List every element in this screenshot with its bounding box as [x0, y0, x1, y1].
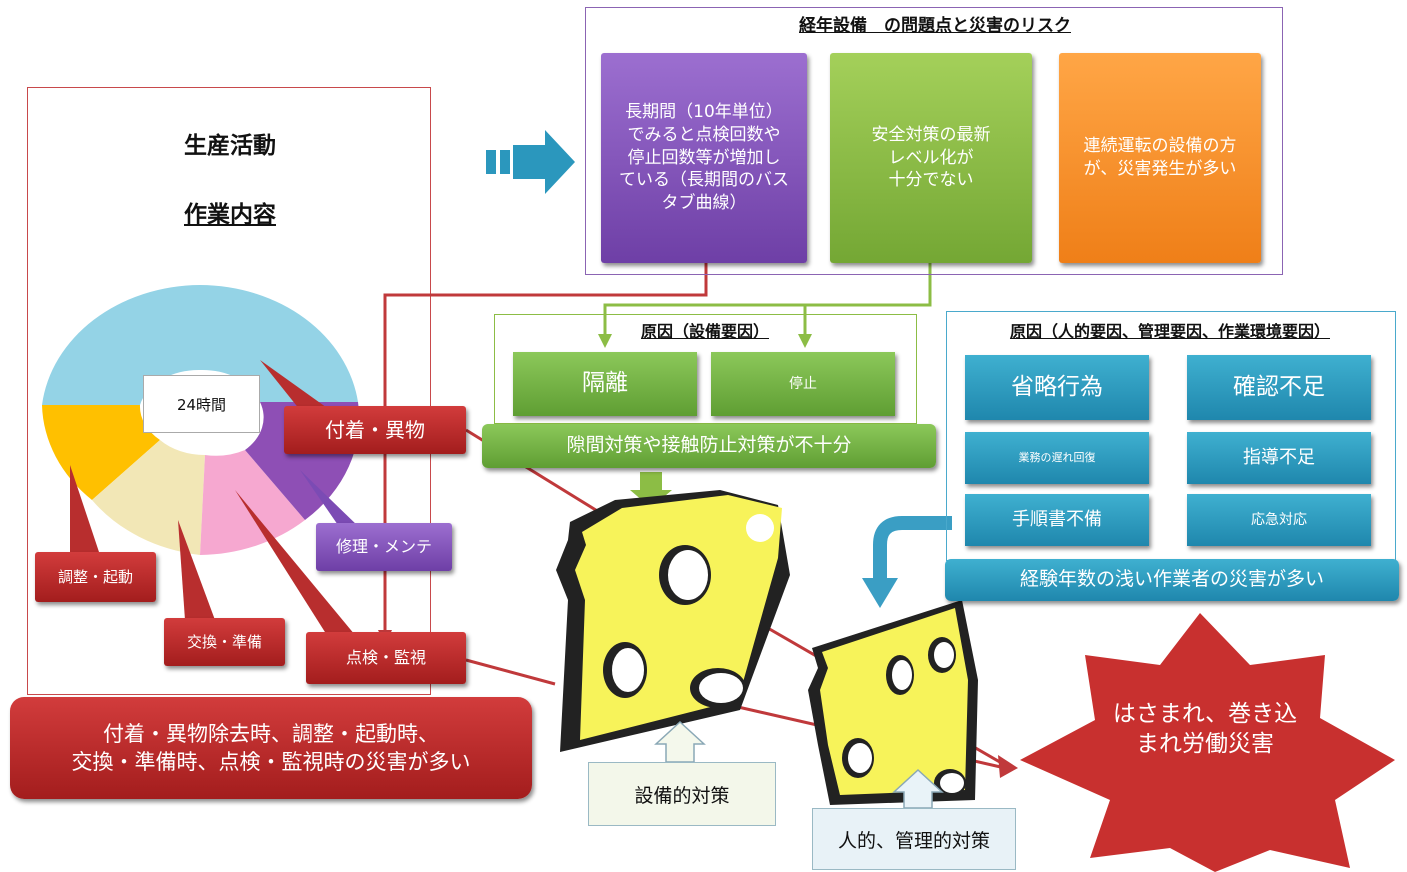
- callout-tail-fuchaku: [260, 360, 330, 410]
- cause-human-title: 原因（人的要因、管理要因、作業環境要因）: [1009, 322, 1330, 341]
- callout-fuchaku: 付着・異物: [284, 406, 466, 454]
- cause-equipment-title: 原因（設備要因）: [640, 322, 769, 341]
- donut-segment-kokan: [92, 440, 205, 555]
- red-line-top: [383, 262, 708, 635]
- right-arrow-icon: [486, 130, 575, 194]
- risk-panel: [585, 7, 1283, 275]
- red-line-tenken: [465, 658, 556, 686]
- risk-box-bathtub: 長期間（10年単位） でみると点検回数や 停止回数等が増加し ている（長期間のバ…: [601, 53, 807, 263]
- cause-item-omission: 省略行為: [965, 355, 1149, 420]
- accident-result-text: はさまれ、巻き込 まれ労働災害: [1112, 701, 1298, 757]
- bottom-left-banner-line2: 交換・準備時、点検・監視時の災害が多い: [71, 750, 471, 774]
- up-arrow-equipment-icon: [654, 720, 706, 763]
- cause-item-insufficient-check: 確認不足: [1187, 355, 1371, 420]
- cause-human-banner: 経験年数の浅い作業者の災害が多い: [945, 559, 1399, 601]
- risk-box-continuous: 連続運転の設備の方 が、災害発生が多い: [1059, 53, 1261, 263]
- bottom-left-banner-line1: 付着・異物除去時、調整・起動時、: [103, 721, 439, 746]
- callout-chosei: 調整・起動: [35, 552, 156, 602]
- callout-tail-kokan: [178, 520, 215, 620]
- red-arrowhead: [998, 755, 1018, 778]
- bottom-left-banner: 付着・異物除去時、調整・起動時、 交換・準備時、点検・監視時の災害が多い: [10, 697, 532, 799]
- work-content-title: 作業内容: [184, 202, 276, 228]
- risk-panel-title: 経年設備 の問題点と災害のリスク: [799, 16, 1071, 36]
- cause-equipment-banner: 隙間対策や接触防止対策が不十分: [482, 424, 936, 468]
- callout-tail-shuri: [300, 470, 360, 528]
- stop-button: 停止: [711, 352, 895, 416]
- cheese-slice-1-icon: [556, 490, 790, 752]
- cause-item-procedure-deficiency: 手順書不備: [965, 494, 1149, 546]
- isolation-button: 隔離: [513, 352, 697, 416]
- blue-curved-arrow-icon: [862, 516, 952, 608]
- donut-segment-tenken: [200, 450, 305, 555]
- risk-box-safety-level: 安全対策の最新 レベル化が 十分でない: [830, 53, 1032, 263]
- cause-item-delay-recovery: 業務の遅れ回復: [965, 432, 1149, 484]
- production-title: 生産活動: [184, 133, 276, 159]
- callout-tail-tenken: [235, 490, 355, 640]
- donut-segment-other: [200, 285, 358, 402]
- countermeasure-human: 人的、管理的対策: [812, 808, 1016, 870]
- production-panel: [27, 87, 431, 695]
- cause-equipment-panel: [494, 314, 917, 424]
- callout-tenken: 点検・監視: [306, 632, 466, 684]
- cause-item-insufficient-guidance: 指導不足: [1187, 432, 1371, 484]
- callout-kokan: 交換・準備: [164, 618, 285, 666]
- donut-center-label: 24時間: [143, 375, 260, 433]
- cause-item-emergency-response: 応急対応: [1187, 494, 1371, 546]
- countermeasure-equipment: 設備的対策: [588, 762, 776, 826]
- callout-tail-chosei: [70, 465, 100, 555]
- cheese-slice-2-icon: [808, 600, 978, 805]
- callout-shuri: 修理・メンテ: [316, 523, 452, 571]
- accident-star-icon: [1020, 613, 1395, 872]
